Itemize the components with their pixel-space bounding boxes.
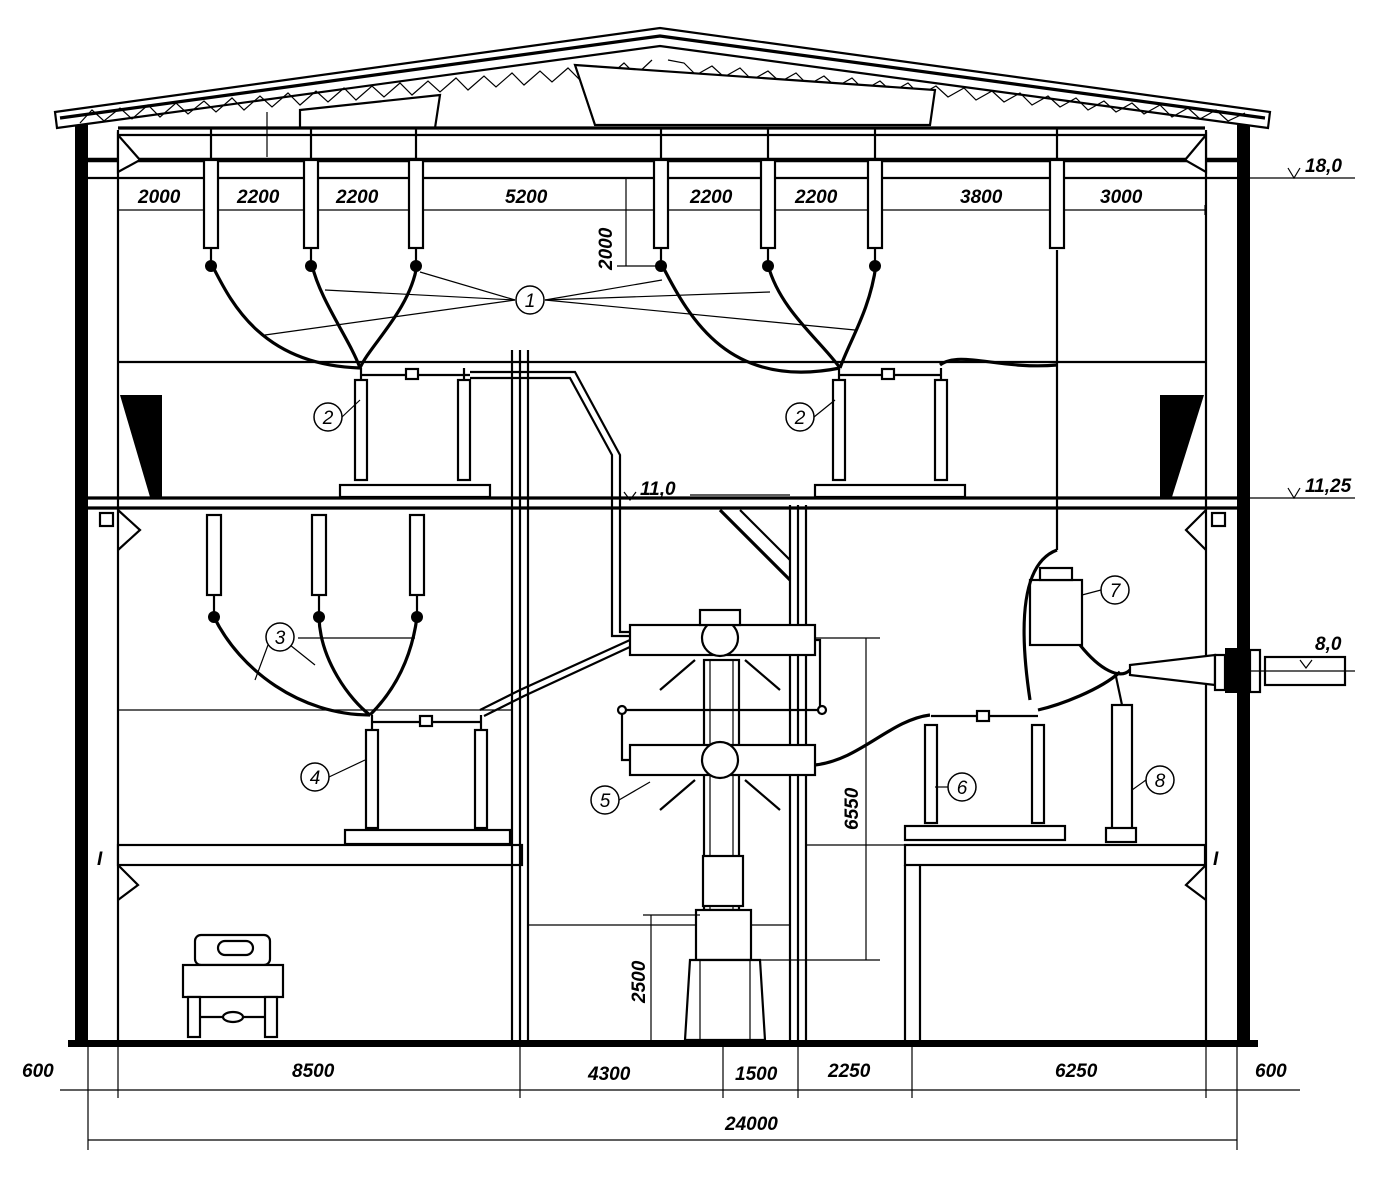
dim-top-1: 2000 — [137, 187, 181, 208]
dim-top-7: 3800 — [960, 187, 1003, 208]
dim-top-4: 5200 — [505, 187, 548, 208]
dim-top-8: 3000 — [1100, 187, 1143, 208]
callout-1: 1 — [515, 285, 545, 315]
dim-top-3: 2200 — [335, 187, 379, 208]
dim-overall-width: 24000 — [724, 1114, 778, 1135]
callout-label: 2 — [794, 408, 806, 429]
callout-label: 8 — [1155, 771, 1166, 792]
bottom-dimension-chain: 600 8500 4300 1500 2250 6250 600 24000 — [22, 1045, 1300, 1150]
ceiling-insulator-string — [759, 128, 777, 272]
dim-bottom-2: 8500 — [292, 1061, 335, 1082]
elevation-8-0: 8,0 — [1315, 634, 1342, 655]
elevation-11-25: 11,25 — [1305, 476, 1352, 497]
callout-1-leaders — [264, 271, 856, 336]
ceiling-insulator-string — [202, 128, 220, 272]
lower-disconnector-left — [343, 714, 512, 846]
callout-label: 7 — [1110, 581, 1122, 602]
elevation-18: 18,0 — [1305, 156, 1342, 177]
callout-6: 6 — [947, 772, 977, 802]
dim-insulator-drop: 2000 — [596, 227, 617, 271]
dim-top-2: 2200 — [236, 187, 280, 208]
ceiling-insulator-string — [302, 128, 320, 272]
circuit-breaker — [616, 608, 828, 1042]
dim-bottom-5: 2250 — [827, 1061, 871, 1082]
elevation-11-0: 11,0 — [640, 479, 676, 500]
callout-2: 2 — [313, 402, 343, 432]
svg-text:I: I — [1213, 849, 1219, 870]
callout-4: 4 — [300, 762, 330, 792]
callout-2: 2 — [785, 402, 815, 432]
dim-bottom-4: 1500 — [735, 1064, 778, 1085]
dim-bottom-3: 4300 — [587, 1064, 631, 1085]
callout-label: 6 — [957, 778, 968, 799]
callout-label: 5 — [600, 791, 611, 812]
callout-8: 8 — [1145, 765, 1175, 795]
breaker-dimensions: 6550 2500 — [629, 637, 880, 1040]
dim-bottom-7: 600 — [1255, 1061, 1287, 1082]
callout-5: 5 — [590, 785, 620, 815]
callout-label: 4 — [310, 768, 321, 789]
dim-top-6: 2200 — [794, 187, 838, 208]
upper-disconnector-right — [813, 367, 967, 499]
flexible-conductors — [210, 250, 1059, 550]
lower-conductors — [212, 616, 633, 717]
dim-breaker-height: 6550 — [842, 787, 863, 830]
dim-bottom-1: 600 — [22, 1061, 54, 1082]
rigid-bus-to-breaker — [470, 370, 640, 638]
callout-7: 7 — [1100, 575, 1130, 605]
dim-bottom-6: 6250 — [1055, 1061, 1098, 1082]
callout-3: 3 — [265, 622, 295, 652]
ceiling-insulator-string — [407, 128, 425, 272]
callout-label: 3 — [275, 628, 286, 649]
lower-insulators — [205, 513, 426, 623]
roof — [53, 26, 1272, 157]
ceiling-insulator-strings — [202, 128, 1066, 272]
ceiling-insulator-string — [1048, 128, 1066, 250]
ceiling-insulator-string — [866, 128, 884, 272]
right-connection: 8,0 — [814, 548, 1355, 844]
callout-label: 2 — [322, 408, 334, 429]
svg-text:I: I — [97, 849, 103, 870]
dim-top-5: 2200 — [689, 187, 733, 208]
top-dimension-chain: 2000 2200 2200 5200 2200 2200 3800 3000 … — [117, 156, 1355, 271]
floor-elevations: 11,0 11,25 — [623, 476, 1355, 501]
service-trolley — [181, 933, 285, 1039]
callout-3-leaders — [254, 637, 415, 681]
callout-label: 1 — [525, 291, 536, 312]
upper-disconnector-left — [338, 367, 492, 499]
ceiling-insulator-string — [652, 128, 670, 272]
dim-breaker-base: 2500 — [629, 960, 650, 1004]
callout-markers: 1 2 2 3 4 5 6 7 8 — [265, 285, 1175, 815]
